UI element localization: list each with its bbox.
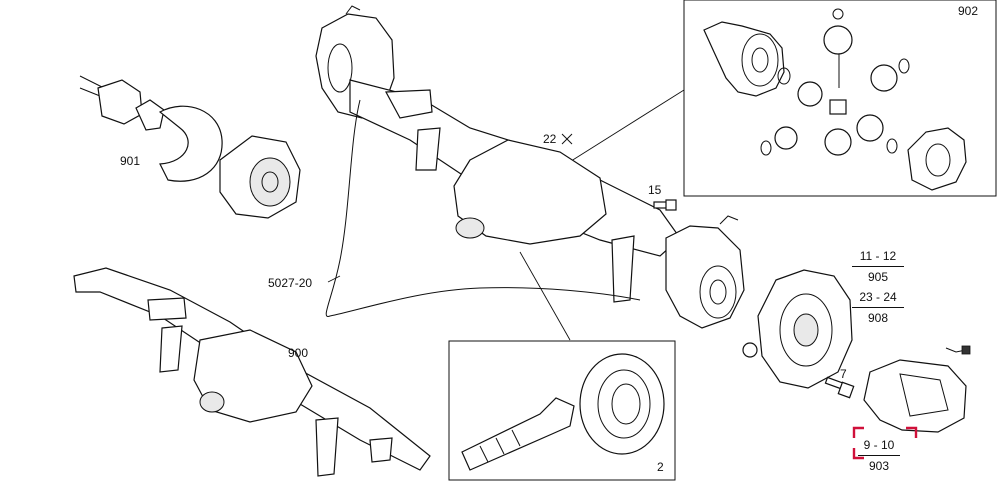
callout-908: 23 - 24 908 <box>852 291 904 324</box>
bolt-15 <box>653 199 677 211</box>
leader-inset-902 <box>559 89 685 169</box>
callout-5027-20: 5027-20 <box>268 276 313 290</box>
callout-905: 11 - 12 905 <box>852 250 904 283</box>
callout-903: 9 - 10 903 <box>858 439 900 472</box>
bolt-7 <box>824 376 855 399</box>
callout-15: 15 <box>648 183 662 197</box>
cross-marker-22 <box>561 133 573 145</box>
highlight-brackets <box>852 426 918 460</box>
lower-axle-assembly <box>73 267 431 477</box>
brake-disc-assembly <box>79 75 301 219</box>
callout-905-top: 11 - 12 <box>859 249 897 263</box>
callout-2: 2 <box>657 460 664 474</box>
callout-903-top: 9 - 10 <box>863 438 895 452</box>
callout-905-bottom: 905 <box>867 270 889 284</box>
callout-903-bottom: 903 <box>868 459 890 473</box>
brake-cable <box>325 99 641 317</box>
callout-908-bottom: 908 <box>867 311 889 325</box>
callout-900: 900 <box>288 346 309 360</box>
callout-903-bar <box>858 455 900 456</box>
leader-ring-gear <box>519 251 571 341</box>
callout-905-bar <box>852 266 904 267</box>
inset-ring-pinion-box <box>448 340 676 481</box>
callout-22: 22 <box>543 132 557 146</box>
brake-backing-plate <box>742 269 853 389</box>
callout-901: 901 <box>120 154 141 168</box>
inset-differential-box <box>683 0 997 197</box>
leader-5027 <box>327 275 341 283</box>
callout-908-top: 23 - 24 <box>859 290 897 304</box>
callout-7: 7 <box>840 367 847 381</box>
callout-902: 902 <box>958 4 979 18</box>
callout-908-bar <box>852 307 904 308</box>
main-axle-assembly <box>315 5 745 329</box>
brake-caliper <box>863 345 971 433</box>
